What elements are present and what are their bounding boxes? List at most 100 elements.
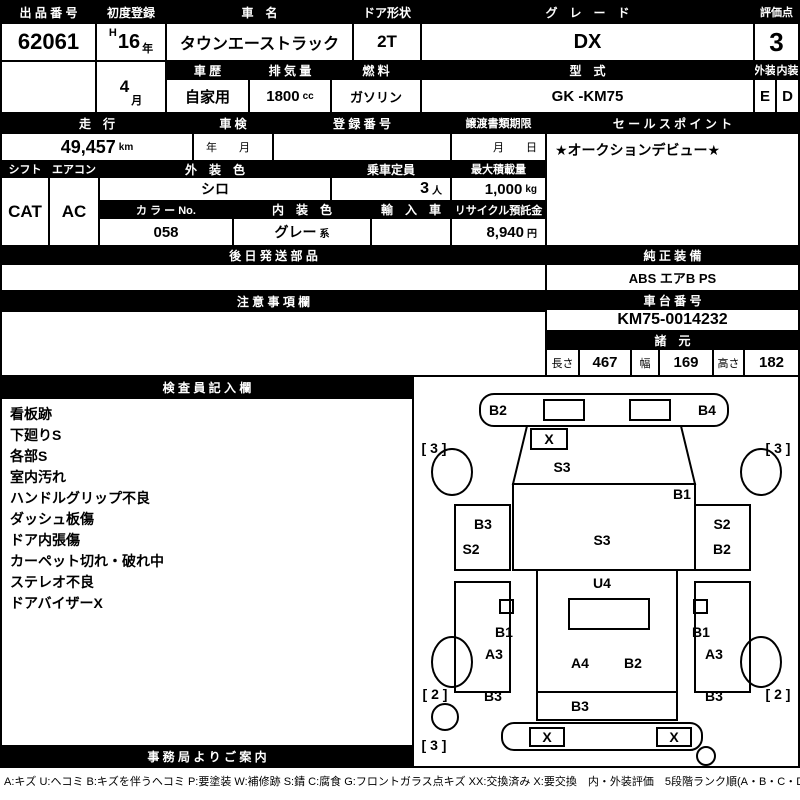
inspector-note: カーペット切れ・破れ中 xyxy=(10,553,164,569)
damage-mark: [ 2 ] xyxy=(765,686,791,702)
mileage-value: 49,457 xyxy=(60,136,116,157)
height-label: 高さ xyxy=(712,348,745,377)
damage-mark: B2 xyxy=(624,655,642,671)
capacity-unit: 人 xyxy=(432,185,442,197)
damage-mark: X xyxy=(669,729,679,745)
score-label: 評価点 xyxy=(753,0,800,24)
caution-area xyxy=(0,310,547,377)
rear-bumper xyxy=(501,722,703,751)
interior-color-unit: 系 xyxy=(319,228,330,240)
reg-year: 16 xyxy=(117,30,141,53)
width-label: 幅 xyxy=(630,348,660,377)
exterior-grade: E xyxy=(753,78,777,114)
rear-x-box-right xyxy=(656,727,692,747)
car-name: タウンエーストラック xyxy=(165,22,354,62)
first-registration-month: 4 月 xyxy=(95,60,167,114)
damage-mark: [ 3 ] xyxy=(421,737,447,753)
inspector-note: ドアバイザーX xyxy=(10,595,103,611)
office-label: 事 務 局 よ り ご 案 内 xyxy=(0,745,414,768)
damage-mark: [ 2 ] xyxy=(422,686,448,702)
import-value xyxy=(370,217,452,247)
spec-label: 諸 元 xyxy=(545,330,800,350)
recycle-unit: 円 xyxy=(527,228,537,240)
interior-grade: D xyxy=(775,78,800,114)
genuine-equipment: ABS エアB PS xyxy=(545,263,800,292)
rear-gate xyxy=(536,691,678,721)
right-gate-panel xyxy=(694,581,751,693)
damage-mark: A3 xyxy=(485,646,503,662)
sales-point-label: セ ー ル ス ポ イ ン ト xyxy=(545,112,800,134)
left-hinge-box xyxy=(499,599,514,614)
model-code-label: 型 式 xyxy=(420,60,755,80)
capacity-value: 3 xyxy=(420,180,429,197)
exhibit-number-label: 出 品 番 号 xyxy=(0,0,97,24)
exterior-label: 外装 xyxy=(753,60,777,80)
interior-color-value: グレー xyxy=(274,224,317,240)
exhibit-number: 62061 xyxy=(0,22,97,62)
exterior-color: シロ xyxy=(98,176,332,202)
damage-mark: B1 xyxy=(495,624,513,640)
era-letter: H xyxy=(108,27,117,39)
inspector-note: 看板跡 xyxy=(10,406,52,422)
height-value: 182 xyxy=(743,348,800,377)
spare-tire xyxy=(431,703,459,731)
left-door-panel xyxy=(454,504,511,571)
max-load-value: 1,000 xyxy=(484,180,523,198)
color-no-label: カ ラ ー No. xyxy=(98,200,234,219)
registration-number xyxy=(272,132,452,162)
inspector-note: 下廻りS xyxy=(10,427,62,443)
front-plate-left xyxy=(543,399,585,421)
damage-mark: A4 xyxy=(571,655,589,671)
door-shape-label: ドア形状 xyxy=(352,0,422,24)
max-load-unit: kg xyxy=(525,183,537,195)
vehicle-diagram xyxy=(431,393,782,766)
sales-point: ★オークションデビュー★ xyxy=(545,132,800,247)
damage-mark: B3 xyxy=(705,688,723,704)
rear-right-wheel xyxy=(740,636,782,688)
auction-sheet: 出 品 番 号 初度登録 車 名 ドア形状 グ レ ー ド 評価点 62061 … xyxy=(0,0,800,768)
mileage: 49,457 km xyxy=(0,132,194,162)
transfer-deadline-label: 譲渡書類期限 xyxy=(450,112,547,134)
color-no: 058 xyxy=(98,217,234,247)
fuel: ガソリン xyxy=(330,78,422,114)
history-label: 車 歴 xyxy=(165,60,250,80)
right-hinge-box xyxy=(693,599,708,614)
rear-x-box-left xyxy=(529,727,565,747)
damage-mark: U4 xyxy=(593,575,611,591)
front-right-wheel xyxy=(740,448,782,496)
later-parts-label: 後 日 発 送 部 品 xyxy=(0,245,547,265)
inspector-note: ドア内張傷 xyxy=(10,532,80,548)
shift: CAT xyxy=(0,176,50,247)
inspector-note: 各部S xyxy=(10,448,48,464)
damage-mark: B2 xyxy=(489,402,507,418)
damage-mark: B3 xyxy=(474,516,492,532)
chassis-number-label: 車 台 番 号 xyxy=(545,290,800,310)
damage-mark: B3 xyxy=(484,688,502,704)
displacement-unit: cc xyxy=(302,90,314,102)
damage-mark: B3 xyxy=(571,698,589,714)
damage-mark: X xyxy=(544,431,554,447)
displacement-label: 排 気 量 xyxy=(248,60,332,80)
damage-mark: X xyxy=(542,729,552,745)
import-label: 輸 入 車 xyxy=(370,200,452,219)
fuel-label: 燃 料 xyxy=(330,60,422,80)
max-load: 1,000 kg xyxy=(450,176,547,202)
bed-inner-box xyxy=(568,598,650,630)
length-value: 467 xyxy=(578,348,632,377)
aircon: AC xyxy=(48,176,100,247)
damage-mark: S2 xyxy=(713,516,731,532)
inspector-note: ステレオ不良 xyxy=(10,574,94,590)
legend-text: A:キズ U:ヘコミ B:キズを伴うヘコミ P:要塗装 W:補修跡 S:錆 C:… xyxy=(4,776,800,788)
inspection-hint: 年 月 xyxy=(192,132,274,162)
chassis-number: KM75-0014232 xyxy=(545,308,800,332)
model-code: GK -KM75 xyxy=(420,78,755,114)
damage-mark: S3 xyxy=(593,532,611,548)
first-registration-year: H 16 年 xyxy=(95,22,167,62)
grade-label: グ レ ー ド xyxy=(420,0,755,24)
length-label: 長さ xyxy=(545,348,580,377)
displacement: 1800 cc xyxy=(248,78,332,114)
front-x-box xyxy=(530,428,568,450)
